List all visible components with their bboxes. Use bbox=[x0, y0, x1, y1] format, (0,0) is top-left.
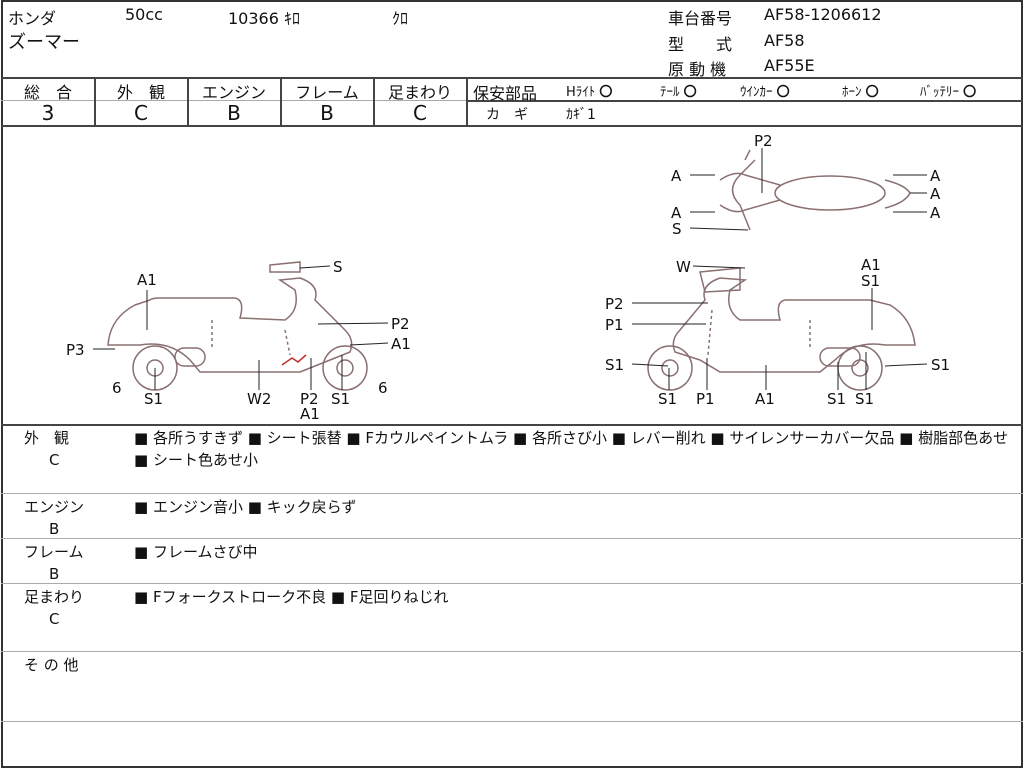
damage-mark bbox=[281, 354, 307, 366]
mileage: 10366 ｷﾛ bbox=[228, 9, 300, 28]
diagram-label: A bbox=[930, 204, 941, 222]
grade-overall: 3 bbox=[41, 101, 55, 125]
note-frame-text: ■ フレームさび中 bbox=[134, 543, 258, 561]
safety-headlight: Hﾗｲﾄ 〇 bbox=[566, 85, 613, 100]
note-suspension-text: ■ Fフォークストローク不良 ■ F足回りねじれ bbox=[134, 588, 449, 606]
color: ｸﾛ bbox=[392, 9, 409, 28]
diagram-label: A bbox=[671, 204, 682, 222]
divider bbox=[1, 100, 467, 101]
divider bbox=[373, 78, 375, 126]
note-exterior-text: ■ 各所うすきず ■ シート張替 ■ Fカウルペイントムラ ■ 各所さび小 ■ … bbox=[134, 429, 1009, 469]
frame-no: AF58-1206612 bbox=[764, 5, 882, 24]
diagram-label: S1 bbox=[144, 390, 164, 408]
diagram-label: A1 bbox=[300, 405, 320, 423]
grade-exterior: C bbox=[134, 101, 148, 125]
diagram-label: S1 bbox=[827, 390, 847, 408]
grade-label-frame: フレーム bbox=[295, 83, 359, 102]
diagram-label: S1 bbox=[855, 390, 875, 408]
diagram-label: P3 bbox=[66, 341, 85, 359]
divider bbox=[187, 78, 189, 126]
diagram-label: P2 bbox=[754, 132, 773, 150]
safety-label: 保安部品 bbox=[473, 84, 538, 103]
safety-tail: ﾃｰﾙ 〇 bbox=[660, 85, 697, 100]
grade-label-suspension: 足まわり bbox=[387, 83, 452, 102]
diagram-label: S bbox=[333, 258, 343, 276]
diagram-label: P2 bbox=[300, 390, 319, 408]
divider bbox=[94, 78, 96, 126]
diagram-label: P1 bbox=[605, 316, 624, 334]
engine-value: AF55E bbox=[764, 56, 815, 75]
diagram-label: A1 bbox=[861, 256, 881, 274]
diagram-label: P1 bbox=[696, 390, 715, 408]
note-other-header: そ の 他 bbox=[24, 656, 79, 674]
model-name: ズーマー bbox=[8, 32, 80, 53]
grade-label-exterior: 外 観 bbox=[116, 83, 165, 102]
diagram-label: 6 bbox=[112, 379, 122, 397]
grade-suspension: C bbox=[413, 101, 427, 125]
grade-label-overall: 総 合 bbox=[23, 83, 72, 102]
type-label: 型 式 bbox=[668, 35, 733, 54]
diagram-label: A1 bbox=[137, 271, 157, 289]
divider bbox=[1, 493, 1023, 494]
diagram-label: W2 bbox=[247, 390, 272, 408]
divider bbox=[1, 538, 1023, 539]
engine-label: 原 動 機 bbox=[668, 60, 727, 79]
grade-engine: B bbox=[227, 101, 241, 125]
diagram-label: P2 bbox=[605, 295, 624, 313]
safety-horn: ﾎｰﾝ 〇 bbox=[842, 85, 879, 100]
diagram-label: A bbox=[671, 167, 682, 185]
diagram-label: S1 bbox=[605, 356, 625, 374]
maker: ホンダ bbox=[8, 9, 57, 28]
divider bbox=[1, 651, 1023, 652]
divider bbox=[467, 100, 1023, 102]
divider bbox=[280, 78, 282, 126]
diagram-label: S1 bbox=[931, 356, 951, 374]
divider bbox=[1, 721, 1023, 722]
grade-frame: B bbox=[320, 101, 334, 125]
key-value: ｶｷﾞ1 bbox=[566, 107, 596, 123]
diagram-label: 6 bbox=[378, 379, 388, 397]
diagram-label: P2 bbox=[391, 315, 410, 333]
divider bbox=[466, 78, 468, 126]
divider bbox=[1, 125, 1023, 127]
safety-winker: ｳｲﾝｶｰ 〇 bbox=[740, 85, 790, 100]
note-engine-text: ■ エンジン音小 ■ キック戻らず bbox=[134, 498, 357, 516]
diagram-label: A bbox=[930, 167, 941, 185]
divider bbox=[1, 583, 1023, 584]
type-value: AF58 bbox=[764, 31, 805, 50]
displacement: 50cc bbox=[125, 5, 163, 24]
divider bbox=[1, 424, 1023, 426]
diagram-label: W bbox=[676, 258, 691, 276]
leader-lines bbox=[93, 148, 928, 390]
divider bbox=[1, 77, 1023, 79]
diagram-label: A bbox=[930, 185, 941, 203]
diagram-label: S bbox=[672, 220, 682, 238]
diagram-label: S1 bbox=[658, 390, 678, 408]
key-label: カ ギ bbox=[486, 107, 528, 123]
grade-label-engine: エンジン bbox=[201, 83, 266, 102]
safety-battery: ﾊﾞｯﾃﾘｰ 〇 bbox=[920, 85, 977, 100]
diagram-label: S1 bbox=[331, 390, 351, 408]
diagram-label: A1 bbox=[391, 335, 411, 353]
diagram-label: A1 bbox=[755, 390, 775, 408]
frame-no-label: 車台番号 bbox=[668, 9, 733, 28]
diagram-label: S1 bbox=[861, 272, 881, 290]
top-view-scooter bbox=[719, 149, 911, 231]
